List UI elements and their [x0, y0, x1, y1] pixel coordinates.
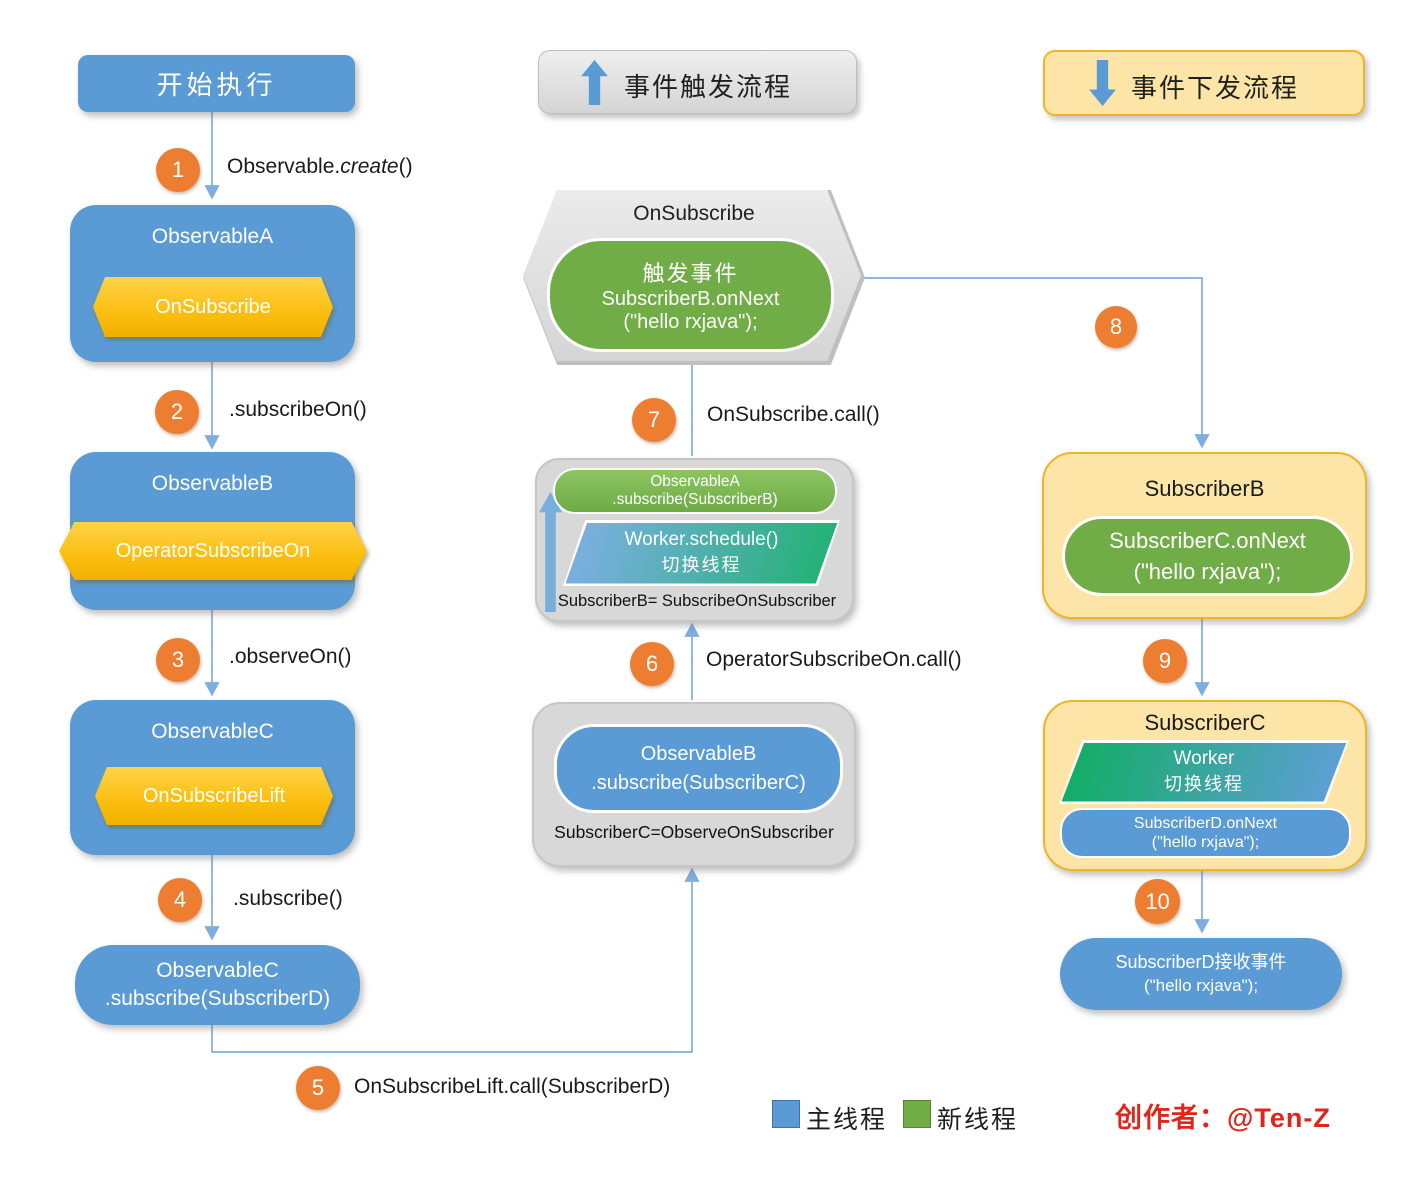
subscriberB-node: SubscriberB SubscriberC.onNext ("hello r…: [1042, 452, 1367, 619]
onsubscribelift-hexagon-label: OnSubscribeLift: [142, 784, 286, 807]
observableA-subscribe-line1: ObservableA: [650, 473, 740, 490]
legend-dispatch-flow: 事件下发流程: [1043, 50, 1365, 116]
step-4-label: .subscribe(): [233, 887, 343, 910]
legend-new-thread-swatch: [903, 1100, 931, 1128]
subscribe-on-subscriber-box: ObservableA .subscribe(SubscriberB) Work…: [535, 458, 854, 622]
observableA-node: ObservableA OnSubscribe: [70, 205, 355, 362]
observableB-title: ObservableB: [151, 472, 274, 495]
observe-on-subscriber-caption: SubscriberC=ObserveOnSubscriber: [554, 822, 834, 842]
step-6-label: OperatorSubscribeOn.call(): [706, 648, 962, 671]
trigger-event-line3: ("hello rxjava");: [623, 311, 758, 333]
subscriberD-receive-line1: SubscriberD接收事件: [1115, 952, 1287, 972]
subscriberD-onnext-line1: SubscriberD.onNext: [1133, 815, 1278, 832]
down-arrow-icon: [1089, 60, 1116, 106]
step-10-badge: 10: [1135, 879, 1180, 924]
worker-line2: 切换线程: [1164, 774, 1244, 794]
worker-parallelogram: Worker 切换线程: [1059, 740, 1349, 804]
subscriberD-receive-node: SubscriberD接收事件 ("hello rxjava");: [1060, 938, 1342, 1010]
operator-subscribeon-hexagon-badge: OperatorSubscribeOn: [59, 522, 367, 580]
onsubscribelift-hexagon-badge: OnSubscribeLift: [95, 767, 333, 825]
observableB-subscribe-line2: .subscribe(SubscriberC): [591, 771, 806, 794]
legend-trigger-label: 事件触发流程: [624, 72, 793, 102]
onsubscribe-hexagon-badge: OnSubscribe: [93, 277, 333, 337]
operator-subscribeon-hexagon-label: OperatorSubscribeOn: [115, 539, 311, 562]
subscriberC-node: SubscriberC Worker 切换线程 SubscriberD.onNe…: [1043, 700, 1367, 871]
observableA-title: ObservableA: [151, 225, 274, 248]
start-node: 开始执行: [78, 55, 355, 112]
step-3-label: .observeOn(): [229, 645, 352, 668]
legend-dispatch-label: 事件下发流程: [1131, 73, 1300, 103]
observableC-node: ObservableC OnSubscribeLift: [70, 700, 355, 855]
observe-on-subscriber-box: ObservableB .subscribe(SubscriberC) Subs…: [532, 702, 856, 867]
worker-schedule-line1: Worker.schedule(): [624, 529, 779, 550]
step-6-badge: 6: [630, 642, 674, 686]
legend-trigger-flow: 事件触发流程: [538, 50, 857, 114]
step-8-badge: 8: [1095, 306, 1137, 348]
step-2-badge: 2: [155, 390, 199, 434]
step-7-badge: 7: [632, 398, 676, 442]
subscriberD-onnext-capsule: SubscriberD.onNext ("hello rxjava");: [1060, 808, 1351, 858]
trigger-event-line2: SubscriberB.onNext: [601, 288, 780, 310]
observableA-subscribe-capsule: ObservableA .subscribe(SubscriberB): [553, 468, 837, 514]
observableC-title: ObservableC: [151, 720, 274, 743]
subscriberC-onnext-line2: ("hello rxjava");: [1133, 559, 1282, 584]
observableB-subscribe-line1: ObservableB: [640, 742, 757, 765]
step-1-badge: 1: [156, 148, 200, 192]
step-9-badge: 9: [1143, 639, 1187, 683]
step-3-badge: 3: [156, 638, 200, 682]
step-5-label: OnSubscribeLift.call(SubscriberD): [354, 1075, 671, 1098]
step-2-label: .subscribeOn(): [229, 398, 367, 421]
author-credit: 创作者：@Ten-Z: [1115, 1103, 1331, 1133]
subscriberB-title: SubscriberB: [1144, 476, 1265, 501]
onsubscribe-hexagon-node: OnSubscribe 触发事件 SubscriberB.onNext ("he…: [523, 190, 865, 365]
start-label: 开始执行: [156, 70, 277, 100]
step-1-label: Observable.create(): [227, 155, 413, 178]
observableC-subscribe-line1: ObservableC: [156, 959, 279, 982]
up-arrow-icon: [581, 60, 608, 105]
step-7-label: OnSubscribe.call(): [707, 403, 880, 426]
subscriberC-title: SubscriberC: [1144, 710, 1266, 735]
legend-new-thread-label: 新线程: [937, 1106, 1019, 1134]
step-5-badge: 5: [296, 1066, 340, 1110]
trigger-event-line1: 触发事件: [642, 261, 739, 286]
observableC-subscribe-node: ObservableC .subscribe(SubscriberD): [75, 945, 360, 1025]
subscribe-on-subscriber-caption: SubscriberB= SubscribeOnSubscriber: [557, 592, 837, 610]
observableB-node: ObservableB OperatorSubscribeOn: [59, 452, 367, 610]
onsubscribe-hexagon-label: OnSubscribe: [155, 295, 271, 318]
legend-main-thread-label: 主线程: [806, 1106, 888, 1134]
observableA-subscribe-line2: .subscribe(SubscriberB): [612, 491, 778, 508]
legend-main-thread-swatch: [772, 1100, 800, 1128]
worker-schedule-line2: 切换线程: [661, 555, 742, 575]
subscriberC-onnext-capsule: SubscriberC.onNext ("hello rxjava");: [1062, 516, 1353, 596]
observableC-subscribe-line2: .subscribe(SubscriberD): [104, 987, 331, 1010]
observableB-subscribe-capsule: ObservableB .subscribe(SubscriberC): [554, 724, 843, 813]
worker-line1: Worker: [1173, 748, 1235, 769]
onsubscribe-hexagon-title: OnSubscribe: [633, 202, 755, 225]
subscriberC-onnext-line1: SubscriberC.onNext: [1109, 528, 1306, 553]
trigger-event-capsule: 触发事件 SubscriberB.onNext ("hello rxjava")…: [547, 238, 834, 352]
subscriberD-onnext-line2: ("hello rxjava");: [1151, 834, 1260, 851]
worker-schedule-parallelogram: Worker.schedule() 切换线程: [563, 520, 840, 586]
step-4-badge: 4: [158, 878, 202, 922]
subscriberD-receive-line2: ("hello rxjava");: [1143, 976, 1259, 995]
